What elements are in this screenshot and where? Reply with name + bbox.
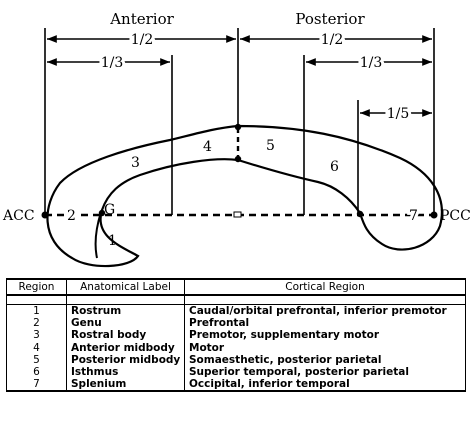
region-number-1: 1 xyxy=(108,233,117,249)
acc-label: ACC xyxy=(2,208,35,224)
header-anatomical-label: Anatomical Label xyxy=(66,278,185,296)
region-cell: 2 xyxy=(6,317,67,330)
genu-point-label: G xyxy=(104,202,115,218)
isthmus-point xyxy=(356,210,364,218)
posterior-header: Posterior xyxy=(295,10,365,28)
genu-point xyxy=(98,209,106,217)
anatomical-label-cell: Isthmus xyxy=(66,365,185,379)
region-cell: 1 xyxy=(6,304,67,318)
region-number-2: 2 xyxy=(67,208,76,224)
cortical-region-cell: Motor xyxy=(184,341,466,354)
pcc-point xyxy=(430,211,438,219)
header-region: Region xyxy=(6,278,67,296)
region-cell: 7 xyxy=(6,378,67,393)
table-spacer-row xyxy=(6,295,466,305)
corpus-callosum-diagram: Anterior Posterior 1/2 1/2 1/3 1/3 1/5 xyxy=(2,10,471,268)
region-cell: 6 xyxy=(6,365,67,379)
region-cell: 5 xyxy=(6,353,67,366)
table-row: 1 Rostrum Caudal/orbital prefrontal, inf… xyxy=(6,304,466,318)
region-cell: 3 xyxy=(6,329,67,342)
table-row: 4 Anterior midbody Motor xyxy=(6,341,466,354)
table-row: 7 Splenium Occipital, inferior temporal xyxy=(6,378,466,393)
region-number-7: 7 xyxy=(409,208,418,224)
table-row: 5 Posterior midbody Somaesthetic, poster… xyxy=(6,353,466,366)
pcc-label: PCC xyxy=(440,208,471,224)
region-cell: 4 xyxy=(6,341,67,354)
table-row: 6 Isthmus Superior temporal, posterior p… xyxy=(6,365,466,379)
region-number-5: 5 xyxy=(266,138,275,154)
dim-label-ant-half: 1/2 xyxy=(131,32,154,48)
landmark-points xyxy=(41,123,438,219)
midline-top-point xyxy=(234,123,242,131)
table-row: 2 Genu Prefrontal xyxy=(6,317,466,330)
region-number-labels: 1 2 3 4 5 6 7 xyxy=(64,138,421,249)
region-table: Region Anatomical Label Cortical Region … xyxy=(6,278,466,393)
table-header-row: Region Anatomical Label Cortical Region xyxy=(6,278,466,296)
anatomical-label-cell: Genu xyxy=(66,317,185,330)
dim-label-post-third: 1/3 xyxy=(360,55,383,71)
cortical-region-cell: Superior temporal, posterior parietal xyxy=(184,365,466,379)
dim-label-post-fifth: 1/5 xyxy=(387,106,410,122)
anatomical-label-cell: Anterior midbody xyxy=(66,341,185,354)
anatomical-label-cell: Rostral body xyxy=(66,329,185,342)
anterior-header: Anterior xyxy=(109,10,174,28)
acc-point xyxy=(41,211,49,219)
anatomical-label-cell: Splenium xyxy=(66,378,185,393)
cortical-region-cell: Prefrontal xyxy=(184,317,466,330)
cortical-region-cell: Premotor, supplementary motor xyxy=(184,329,466,342)
anatomical-label-cell: Rostrum xyxy=(66,304,185,318)
region-number-6: 6 xyxy=(330,159,339,175)
region-number-3: 3 xyxy=(131,155,140,171)
dimension-arrows xyxy=(47,35,432,117)
cortical-region-cell: Caudal/orbital prefrontal, inferior prem… xyxy=(184,304,466,318)
table-row: 3 Rostral body Premotor, supplementary m… xyxy=(6,329,466,342)
cortical-region-cell: Somaesthetic, posterior parietal xyxy=(184,353,466,366)
midline-bottom-point xyxy=(234,155,242,163)
midpoint-tick xyxy=(233,211,242,218)
cortical-region-cell: Occipital, inferior temporal xyxy=(184,378,466,393)
callosum-outline xyxy=(46,124,443,268)
dim-label-ant-third: 1/3 xyxy=(101,55,124,71)
header-cortical-region: Cortical Region xyxy=(184,278,466,296)
extension-lines xyxy=(44,28,435,215)
dim-label-post-half: 1/2 xyxy=(321,32,344,48)
anatomical-label-cell: Posterior midbody xyxy=(66,353,185,366)
region-number-4: 4 xyxy=(203,139,212,155)
